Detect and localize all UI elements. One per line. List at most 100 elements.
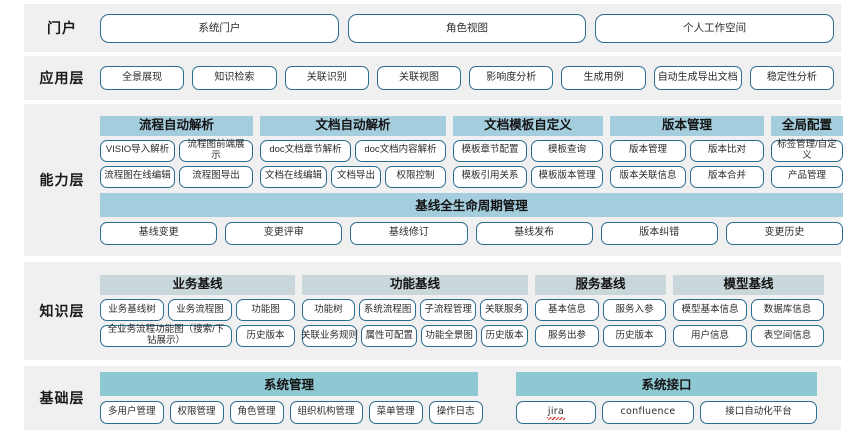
app-item-relation-view[interactable]: 关联视图 xyxy=(376,66,462,90)
knowledge-group-model-baseline: 模型基线 模型基本信息 数据库信息 用户信息 表空间信息 xyxy=(673,275,824,347)
layer-label-knowledge: 知识层 xyxy=(39,302,85,319)
app-item-panorama[interactable]: 全景展现 xyxy=(100,66,185,90)
baseline-item-release[interactable]: 基线发布 xyxy=(475,221,593,245)
portal-item-system[interactable]: 系统门户 xyxy=(100,13,339,43)
kn-item-basic-info[interactable]: 基本信息 xyxy=(535,299,599,321)
app-item-relation-recognition[interactable]: 关联识别 xyxy=(284,66,369,90)
kn-item-function-chart[interactable]: 功能图 xyxy=(236,299,295,321)
group-row: doc文档章节解析 doc文档内容解析 xyxy=(260,139,446,162)
kn-item-attribute-configurable[interactable]: 属性可配置 xyxy=(361,325,418,347)
kn-item-model-basic-info[interactable]: 模型基本信息 xyxy=(673,299,747,321)
baseline-item-change-review[interactable]: 变更评审 xyxy=(225,221,343,245)
kn-item-related-business-rule[interactable]: 关联业务规则 xyxy=(301,325,358,347)
cap-item-template-version-mgmt[interactable]: 模板版本管理 xyxy=(531,165,603,188)
fd-item-role-mgmt[interactable]: 角色管理 xyxy=(229,401,284,424)
app-item-generate-case[interactable]: 生成用例 xyxy=(561,66,646,90)
fd-item-api-automation-platform[interactable]: 接口自动化平台 xyxy=(700,401,817,424)
kn-item-service-output-param[interactable]: 服务出参 xyxy=(535,325,599,347)
cap-item-version-merge[interactable]: 版本合并 xyxy=(690,165,764,188)
cap-item-product-mgmt[interactable]: 产品管理 xyxy=(771,165,843,188)
portal-button-row: 系统门户 角色视图 个人工作空间 xyxy=(100,13,835,43)
kn-item-database-info[interactable]: 数据库信息 xyxy=(751,299,824,321)
app-item-knowledge-search[interactable]: 知识检索 xyxy=(192,66,277,90)
group-row: 服务出参 历史版本 xyxy=(535,325,666,347)
cap-item-template-chapter-config[interactable]: 模板章节配置 xyxy=(453,139,527,162)
cap-item-version-relation-info[interactable]: 版本关联信息 xyxy=(610,165,686,188)
jira-label: jira xyxy=(546,406,566,420)
cap-item-permission-control[interactable]: 权限控制 xyxy=(385,165,446,188)
kn-item-related-service[interactable]: 关联服务 xyxy=(479,299,528,321)
knowledge-group-row: 业务基线 业务基线树 业务流程图 功能图 全业务流程功能图（搜索/下钻展示） 历… xyxy=(100,275,834,347)
capability-group-doc-template: 文档模板自定义 模板章节配置 模板查询 模板引用关系 模板版本管理 xyxy=(453,115,603,188)
group-rows-doc-parse: doc文档章节解析 doc文档内容解析 文档在线编辑 文档导出 权限控制 xyxy=(260,139,446,188)
fd-item-confluence[interactable]: confluence xyxy=(602,401,694,424)
kn-item-tablespace-info[interactable]: 表空间信息 xyxy=(751,325,824,347)
group-row: VISIO导入解析 流程图前端展示 xyxy=(100,139,253,162)
portal-item-role-view[interactable]: 角色视图 xyxy=(347,13,587,43)
group-header-model-baseline: 模型基线 xyxy=(673,275,824,295)
fd-item-multi-user-mgmt[interactable]: 多用户管理 xyxy=(100,401,164,424)
fd-item-org-structure-mgmt[interactable]: 组织机构管理 xyxy=(289,401,363,424)
app-item-stability-analysis[interactable]: 稳定性分析 xyxy=(749,66,834,90)
system-interface-row: jira confluence 接口自动化平台 xyxy=(516,401,817,424)
cap-item-tag-mgmt-custom[interactable]: 标签管理/自定义 xyxy=(771,139,843,162)
cap-item-doc-online-edit[interactable]: 文档在线编辑 xyxy=(260,165,327,188)
kn-item-user-info[interactable]: 用户信息 xyxy=(673,325,747,347)
group-rows-global-config: 标签管理/自定义 产品管理 xyxy=(771,139,843,188)
knowledge-group-business-baseline: 业务基线 业务基线树 业务流程图 功能图 全业务流程功能图（搜索/下钻展示） 历… xyxy=(100,275,295,347)
cap-item-doc-export[interactable]: 文档导出 xyxy=(331,165,381,188)
capability-group-doc-parse: 文档自动解析 doc文档章节解析 doc文档内容解析 文档在线编辑 文档导出 权… xyxy=(260,115,446,188)
group-header-global-config: 全局配置 xyxy=(771,115,843,136)
foundation-group-row: 系统管理 多用户管理 权限管理 角色管理 组织机构管理 菜单管理 操作日志 系统… xyxy=(100,372,834,424)
baseline-item-change[interactable]: 基线变更 xyxy=(100,221,218,245)
cap-item-doc-content-parse[interactable]: doc文档内容解析 xyxy=(355,139,446,162)
cap-item-flowchart-export[interactable]: 流程图导出 xyxy=(179,165,253,188)
group-header-process-parse: 流程自动解析 xyxy=(100,115,253,136)
kn-item-function-panorama[interactable]: 功能全景图 xyxy=(421,325,477,347)
group-rows-function-baseline: 功能树 系统流程图 子流程管理 关联服务 关联业务规则 属性可配置 功能全景图 … xyxy=(301,299,528,347)
kn-item-history-version-function[interactable]: 历史版本 xyxy=(480,325,528,347)
fd-item-jira[interactable]: jira xyxy=(516,401,596,424)
kn-item-subprocess-mgmt[interactable]: 子流程管理 xyxy=(420,299,476,321)
fd-item-menu-mgmt[interactable]: 菜单管理 xyxy=(368,401,423,424)
cap-item-version-mgmt[interactable]: 版本管理 xyxy=(610,139,686,162)
group-header-system-interface: 系统接口 xyxy=(516,372,817,396)
group-rows-business-baseline: 业务基线树 业务流程图 功能图 全业务流程功能图（搜索/下钻展示） 历史版本 xyxy=(100,299,295,347)
layer-label-capability: 能力层 xyxy=(39,171,85,188)
baseline-item-change-history[interactable]: 变更历史 xyxy=(725,221,844,245)
baseline-item-version-correction[interactable]: 版本纠错 xyxy=(600,221,718,245)
layer-body-foundation: 系统管理 多用户管理 权限管理 角色管理 组织机构管理 菜单管理 操作日志 系统… xyxy=(100,367,841,429)
fd-item-permission-mgmt[interactable]: 权限管理 xyxy=(169,401,224,424)
portal-item-personal-workspace[interactable]: 个人工作空间 xyxy=(595,13,835,43)
kn-item-system-flowchart[interactable]: 系统流程图 xyxy=(358,299,417,321)
kn-item-full-business-flow-function-chart[interactable]: 全业务流程功能图（搜索/下钻展示） xyxy=(100,324,232,347)
cap-item-flowchart-frontend-display[interactable]: 流程图前端展示 xyxy=(179,139,253,162)
layer-label-portal: 门户 xyxy=(47,19,77,36)
foundation-group-system-mgmt: 系统管理 多用户管理 权限管理 角色管理 组织机构管理 菜单管理 操作日志 xyxy=(100,372,483,424)
app-item-auto-export-doc[interactable]: 自动生成导出文档 xyxy=(653,66,742,90)
group-rows-version-mgmt: 版本管理 版本比对 版本关联信息 版本合并 xyxy=(610,139,764,188)
group-header-function-baseline: 功能基线 xyxy=(302,275,528,295)
cap-item-doc-chapter-parse[interactable]: doc文档章节解析 xyxy=(260,139,351,162)
kn-item-business-baseline-tree[interactable]: 业务基线树 xyxy=(100,299,164,321)
cap-item-template-reference[interactable]: 模板引用关系 xyxy=(453,165,527,188)
kn-item-history-version-service[interactable]: 历史版本 xyxy=(603,325,666,347)
kn-item-service-input-param[interactable]: 服务入参 xyxy=(603,299,666,321)
group-row: 基本信息 服务入参 xyxy=(535,299,666,321)
baseline-item-revision[interactable]: 基线修订 xyxy=(350,221,468,245)
group-row: 用户信息 表空间信息 xyxy=(673,325,824,347)
cap-item-visio-import-parse[interactable]: VISIO导入解析 xyxy=(100,139,175,162)
fd-item-operation-log[interactable]: 操作日志 xyxy=(428,401,483,424)
group-rows-service-baseline: 基本信息 服务入参 服务出参 历史版本 xyxy=(535,299,666,347)
group-row: 版本关联信息 版本合并 xyxy=(610,165,764,188)
cap-item-template-query[interactable]: 模板查询 xyxy=(531,139,603,162)
group-header-doc-template: 文档模板自定义 xyxy=(453,115,603,136)
cap-item-version-compare[interactable]: 版本比对 xyxy=(690,139,764,162)
cap-item-flowchart-online-edit[interactable]: 流程图在线编辑 xyxy=(100,165,175,188)
kn-item-business-flowchart[interactable]: 业务流程图 xyxy=(168,299,232,321)
capability-group-process-parse: 流程自动解析 VISIO导入解析 流程图前端展示 流程图在线编辑 流程图导出 xyxy=(100,115,253,188)
app-item-impact-analysis[interactable]: 影响度分析 xyxy=(469,66,554,90)
kn-item-function-tree[interactable]: 功能树 xyxy=(302,299,355,321)
kn-item-history-version-business[interactable]: 历史版本 xyxy=(236,325,295,347)
